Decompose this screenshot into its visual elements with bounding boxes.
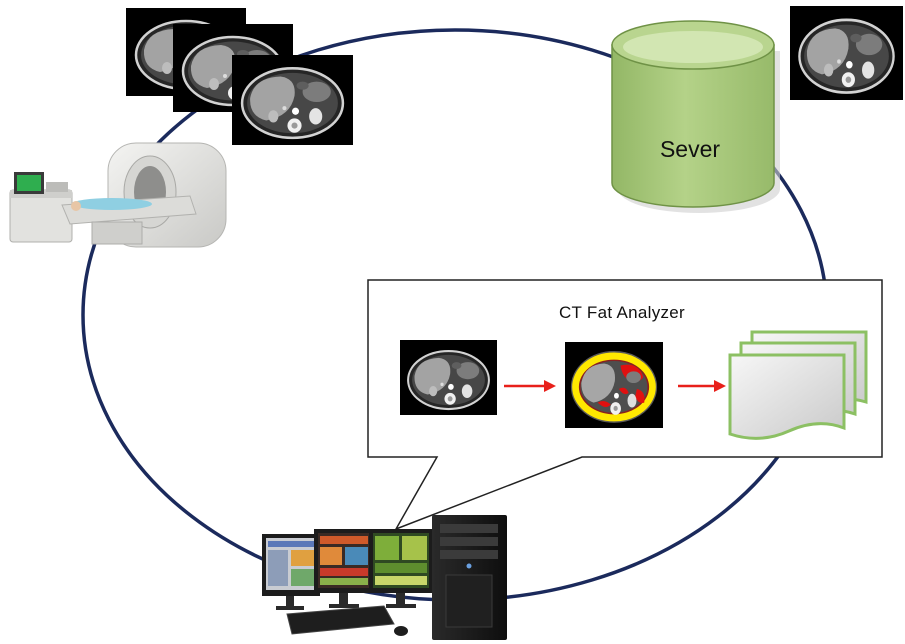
report-documents-icon [728,330,868,440]
ct-slice-image [232,55,353,145]
keyboard [286,605,395,635]
fat-segmentation-image [565,342,663,428]
monitor [314,529,374,608]
monitor [262,534,320,610]
ct-scanner-icon [9,142,227,248]
monitor [369,529,433,608]
ct-image-stack [126,8,353,145]
database-server-icon: Sever [611,20,780,213]
workstation-computer-icon [262,515,507,640]
mouse [394,626,408,636]
server-label: Sever [660,136,720,162]
input-ct-image [400,340,497,415]
arrow-right-icon [678,380,726,392]
computer-tower [432,515,507,640]
analyzer-title: CT Fat Analyzer [559,303,685,322]
arrow-right-icon [504,380,556,392]
ct-slice-image [790,6,903,100]
